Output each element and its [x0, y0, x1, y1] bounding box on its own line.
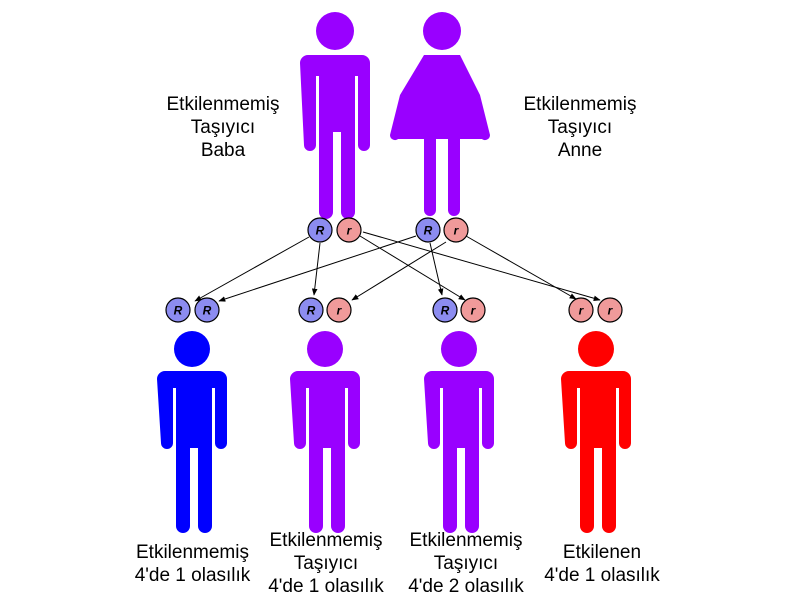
child-2-label: Etkilenmemiş Taşıyıcı 4'de 1 olasılık: [248, 529, 404, 598]
allele-letter: R: [307, 304, 316, 318]
allele-letter: r: [337, 304, 343, 318]
allele-arrows: [194, 231, 601, 302]
allele-circle: [326, 297, 352, 323]
father-label: Etkilenmemiş Taşıyıcı Baba: [133, 93, 313, 162]
child-2-label-line-2: Taşıyıcı: [293, 553, 359, 574]
allele-circle: [568, 297, 594, 323]
allele-circle: [307, 217, 333, 243]
child-2-allele-1: R: [298, 297, 324, 323]
mother-label-line-3: Anne: [557, 140, 603, 161]
child-1-allele-2: R: [194, 297, 220, 323]
mother-figure: [390, 12, 490, 216]
arrow-father-r-to-child-3: [359, 235, 466, 301]
mother-label-line-2: Taşıyıcı: [547, 117, 613, 138]
father-allele-1: R: [307, 217, 333, 243]
arrow-father-R-to-child-1: [194, 236, 310, 302]
allele-circle: [460, 297, 486, 323]
allele-letter: R: [441, 304, 450, 318]
mother-allele-1: R: [415, 217, 441, 243]
mother-allele-2: r: [443, 217, 469, 243]
father-label-line-1: Etkilenmemiş: [166, 94, 280, 115]
child-4-figure: [561, 331, 631, 533]
mother-label-line-1: Etkilenmemiş: [523, 94, 637, 115]
father-figure: [300, 12, 370, 219]
child-2-label-line-1: Etkilenmemiş: [269, 530, 383, 551]
child-1-label: Etkilenmemiş 4'de 1 olasılık: [110, 541, 275, 587]
allele-letter: R: [424, 224, 433, 238]
allele-letter: r: [608, 304, 614, 318]
father-label-line-2: Taşıyıcı: [190, 117, 256, 138]
child-3-figure: [424, 331, 494, 533]
allele-letter: R: [174, 304, 183, 318]
allele-circle: [336, 217, 362, 243]
child-4-label-line-2: 4'de 1 olasılık: [544, 565, 660, 586]
child-1-label-line-2: 4'de 1 olasılık: [134, 565, 251, 586]
allele-letter: r: [347, 224, 353, 238]
child-2-figure: [290, 331, 360, 533]
allele-letter: r: [454, 224, 460, 238]
child-3-label: Etkilenmemiş Taşıyıcı 4'de 2 olasılık: [388, 529, 544, 598]
child-4-label-line-1: Etkilenen: [562, 542, 642, 563]
arrow-mother-r-to-child-4: [465, 235, 577, 300]
allele-circle: [165, 297, 191, 323]
allele-circle: [415, 217, 441, 243]
child-1-allele-1: R: [165, 297, 191, 323]
child-1-label-line-1: Etkilenmemiş: [136, 542, 249, 563]
allele-circle: [194, 297, 220, 323]
arrow-father-R-to-child-2: [311, 242, 321, 296]
allele-circle: [597, 297, 623, 323]
father-allele-2: r: [336, 217, 362, 243]
mother-label: Etkilenmemiş Taşıyıcı Anne: [490, 93, 670, 162]
child-3-allele-2: r: [460, 297, 486, 323]
child-3-label-line-1: Etkilenmemiş: [409, 530, 523, 551]
allele-letter: R: [316, 224, 325, 238]
allele-circle: [432, 297, 458, 323]
child-3-label-line-2: Taşıyıcı: [433, 553, 499, 574]
child-4-label: Etkilenen 4'de 1 olasılık: [522, 541, 682, 587]
child-2-label-line-3: 4'de 1 olasılık: [268, 576, 384, 597]
father-label-line-3: Baba: [200, 140, 246, 161]
arrow-mother-R-to-child-3: [429, 242, 444, 296]
arrow-father-r-to-child-4: [362, 231, 601, 301]
child-2-allele-2: r: [326, 297, 352, 323]
child-3-allele-1: R: [432, 297, 458, 323]
allele-circle: [443, 217, 469, 243]
child-1-figure: [157, 331, 227, 533]
allele-circle: [298, 297, 324, 323]
allele-letter: R: [203, 304, 212, 318]
allele-letter: r: [471, 304, 477, 318]
allele-letter: r: [579, 304, 585, 318]
child-3-label-line-3: 4'de 2 olasılık: [408, 576, 524, 597]
child-4-allele-2: r: [597, 297, 623, 323]
child-4-allele-1: r: [568, 297, 594, 323]
